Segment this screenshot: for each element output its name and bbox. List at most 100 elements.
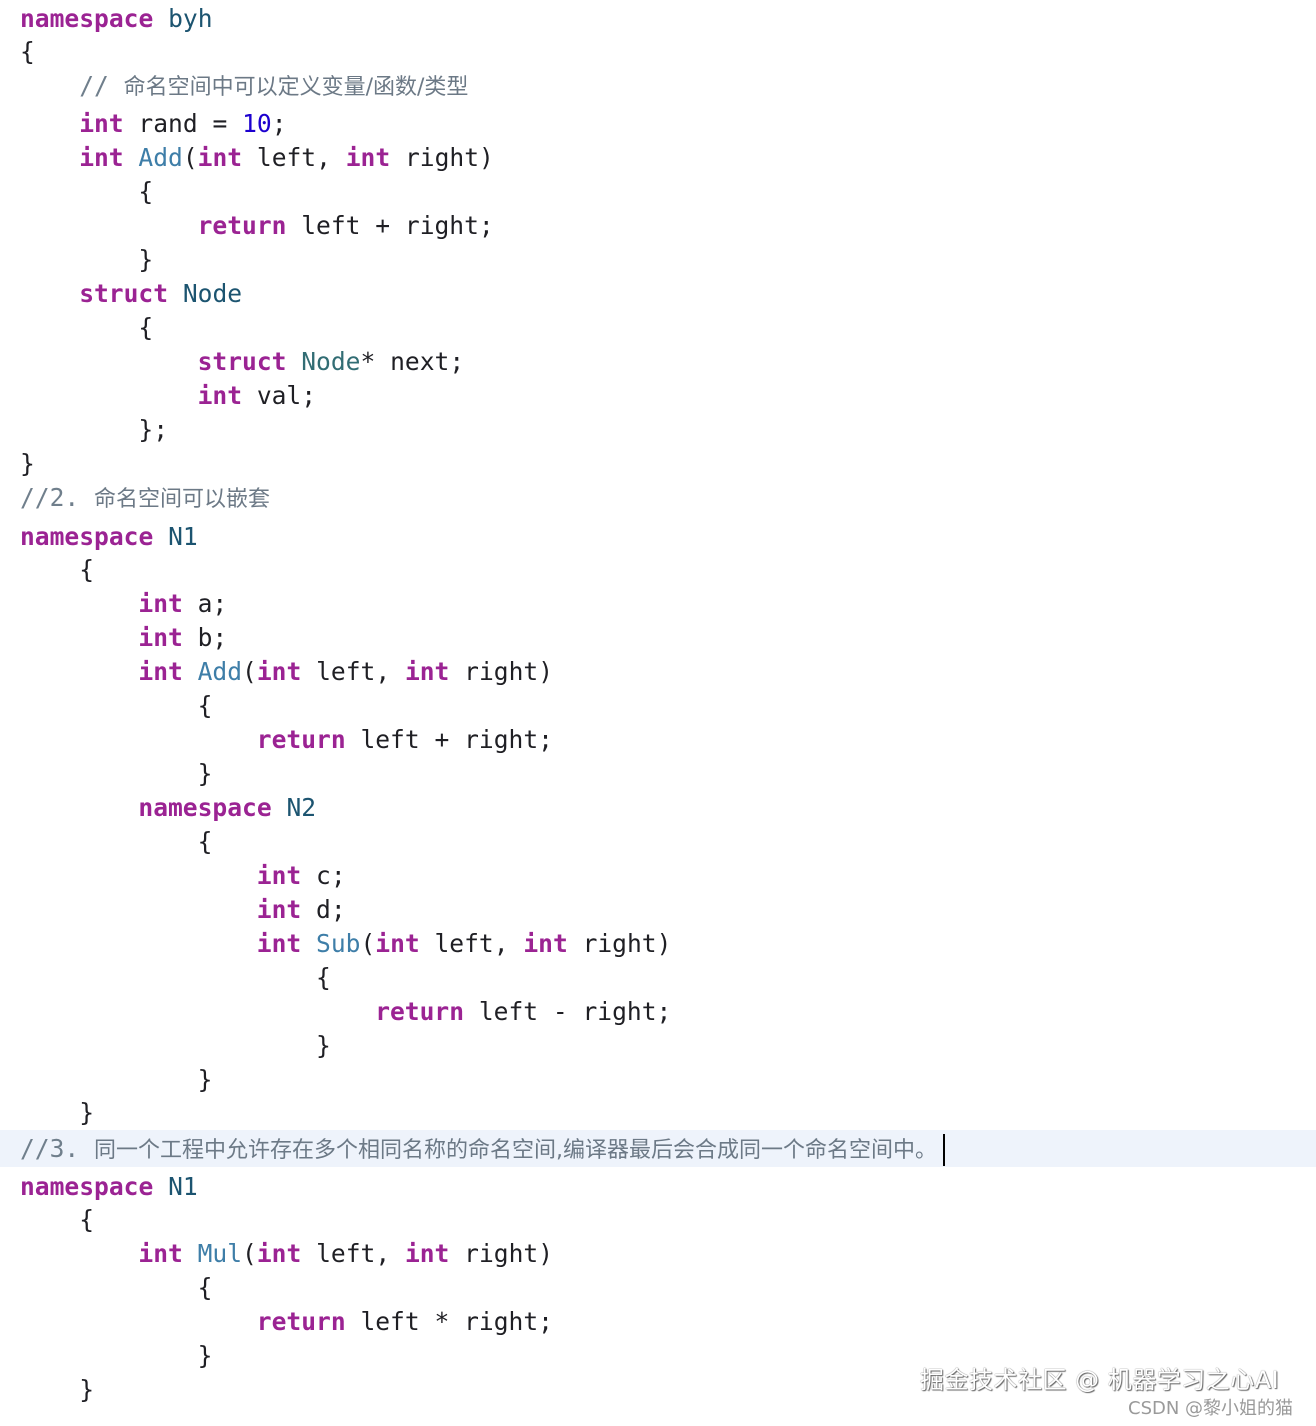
code-text: ( bbox=[242, 657, 257, 686]
code-line[interactable]: } bbox=[0, 1373, 1316, 1407]
code-text: b; bbox=[182, 623, 228, 652]
code-text: ( bbox=[242, 1239, 257, 1268]
code-line[interactable]: }; bbox=[0, 413, 1316, 447]
code-text: { bbox=[138, 177, 154, 206]
code-line[interactable]: return left - right; bbox=[0, 995, 1316, 1029]
code-text: c; bbox=[301, 861, 346, 890]
code-content: { bbox=[79, 1203, 94, 1237]
keyword-token: namespace bbox=[20, 522, 154, 551]
code-line[interactable]: { bbox=[0, 175, 1316, 209]
code-text: { bbox=[138, 313, 154, 342]
code-text bbox=[286, 347, 301, 376]
code-content: struct Node bbox=[79, 277, 242, 311]
code-content: { bbox=[138, 175, 153, 209]
code-text: { bbox=[197, 691, 213, 720]
code-line[interactable]: int rand = 10; bbox=[0, 107, 1316, 141]
code-line[interactable]: } bbox=[0, 1339, 1316, 1373]
code-text: } bbox=[197, 759, 213, 788]
code-line[interactable]: return left * right; bbox=[0, 1305, 1316, 1339]
code-content: //3. 同一个工程中允许存在多个相同名称的命名空间,编译器最后会合成同一个命名… bbox=[20, 1130, 946, 1169]
code-text: val; bbox=[242, 381, 317, 410]
keyword-token: namespace bbox=[20, 1172, 154, 1201]
code-content: return left + right; bbox=[198, 209, 494, 243]
code-line[interactable]: int val; bbox=[0, 379, 1316, 413]
code-line[interactable]: int c; bbox=[0, 859, 1316, 893]
code-content: int Add(int left, int right) bbox=[138, 655, 553, 689]
code-line[interactable]: int d; bbox=[0, 893, 1316, 927]
type-name: Node bbox=[301, 347, 361, 376]
code-line[interactable]: } bbox=[0, 1029, 1316, 1063]
function-name: Sub bbox=[316, 929, 361, 958]
function-name: Add bbox=[138, 143, 183, 172]
code-line[interactable]: int a; bbox=[0, 587, 1316, 621]
code-line[interactable]: return left + right; bbox=[0, 723, 1316, 757]
keyword-token: int bbox=[345, 143, 391, 172]
code-text: } bbox=[138, 245, 154, 274]
keyword-token: int bbox=[375, 929, 420, 958]
code-text: }; bbox=[138, 415, 169, 444]
code-text: left * right; bbox=[345, 1307, 553, 1336]
code-content: int c; bbox=[257, 859, 346, 893]
keyword-token: int bbox=[138, 589, 183, 618]
code-line[interactable]: { bbox=[0, 311, 1316, 345]
code-line[interactable]: int b; bbox=[0, 621, 1316, 655]
code-text: { bbox=[197, 827, 213, 856]
code-line[interactable]: { bbox=[0, 1271, 1316, 1305]
code-line[interactable]: // 命名空间中可以定义变量/函数/类型 bbox=[0, 69, 1316, 103]
code-line[interactable]: { bbox=[0, 553, 1316, 587]
code-text bbox=[272, 793, 287, 822]
code-line-current[interactable]: //3. 同一个工程中允许存在多个相同名称的命名空间,编译器最后会合成同一个命名… bbox=[0, 1130, 1316, 1167]
text-cursor bbox=[943, 1134, 946, 1166]
code-text: } bbox=[20, 449, 35, 478]
code-content: { bbox=[198, 1271, 213, 1305]
code-line[interactable]: struct Node bbox=[0, 277, 1316, 311]
keyword-token: int bbox=[79, 109, 124, 138]
code-content: } bbox=[198, 1063, 213, 1097]
code-content: return left + right; bbox=[257, 723, 553, 757]
code-content: } bbox=[198, 1339, 213, 1373]
code-line[interactable]: int Add(int left, int right) bbox=[0, 141, 1316, 175]
code-line[interactable]: namespace byh bbox=[0, 2, 1316, 36]
comment-text: 同一个工程中允许存在多个相同名称的命名空间,编译器最后会合成同一个命名空间中。 bbox=[94, 1138, 938, 1163]
code-line[interactable]: } bbox=[0, 757, 1316, 791]
code-line[interactable]: } bbox=[0, 1063, 1316, 1097]
keyword-token: int bbox=[197, 381, 243, 410]
code-line[interactable]: namespace N1 bbox=[0, 1170, 1316, 1204]
code-text bbox=[168, 279, 183, 308]
code-text bbox=[153, 4, 168, 33]
code-line[interactable]: //2. 命名空间可以嵌套 bbox=[0, 481, 1316, 515]
code-line[interactable]: namespace N1 bbox=[0, 520, 1316, 554]
type-name: N1 bbox=[168, 1172, 198, 1201]
code-line[interactable]: { bbox=[0, 961, 1316, 995]
watermark-juejin: 掘金技术社区 @ 机器学习之心AI bbox=[920, 1366, 1280, 1394]
code-line[interactable]: } bbox=[0, 243, 1316, 277]
code-text bbox=[153, 1172, 168, 1201]
code-line[interactable]: } bbox=[0, 447, 1316, 481]
code-text: ( bbox=[360, 929, 376, 958]
code-line[interactable]: int Add(int left, int right) bbox=[0, 655, 1316, 689]
code-text bbox=[124, 143, 139, 172]
code-content: namespace N1 bbox=[20, 520, 198, 554]
code-line[interactable]: { bbox=[0, 689, 1316, 723]
code-content: int b; bbox=[138, 621, 227, 655]
code-content: int Sub(int left, int right) bbox=[257, 927, 672, 961]
code-content: { bbox=[316, 961, 331, 995]
code-line[interactable]: { bbox=[0, 825, 1316, 859]
code-line[interactable]: { bbox=[0, 35, 1316, 69]
keyword-token: int bbox=[256, 861, 302, 890]
keyword-token: return bbox=[256, 725, 346, 754]
code-line[interactable]: namespace N2 bbox=[0, 791, 1316, 825]
code-line[interactable]: int Sub(int left, int right) bbox=[0, 927, 1316, 961]
code-text: ( bbox=[182, 143, 198, 172]
code-line[interactable]: struct Node* next; bbox=[0, 345, 1316, 379]
type-name: N2 bbox=[286, 793, 317, 822]
comment-token: // bbox=[79, 71, 124, 100]
code-line[interactable]: int Mul(int left, int right) bbox=[0, 1237, 1316, 1271]
code-content: } bbox=[198, 757, 213, 791]
code-line[interactable]: return left + right; bbox=[0, 209, 1316, 243]
code-line[interactable]: { bbox=[0, 1203, 1316, 1237]
keyword-token: int bbox=[404, 657, 450, 686]
code-line[interactable]: } bbox=[0, 1096, 1316, 1130]
code-content: } bbox=[79, 1096, 94, 1130]
